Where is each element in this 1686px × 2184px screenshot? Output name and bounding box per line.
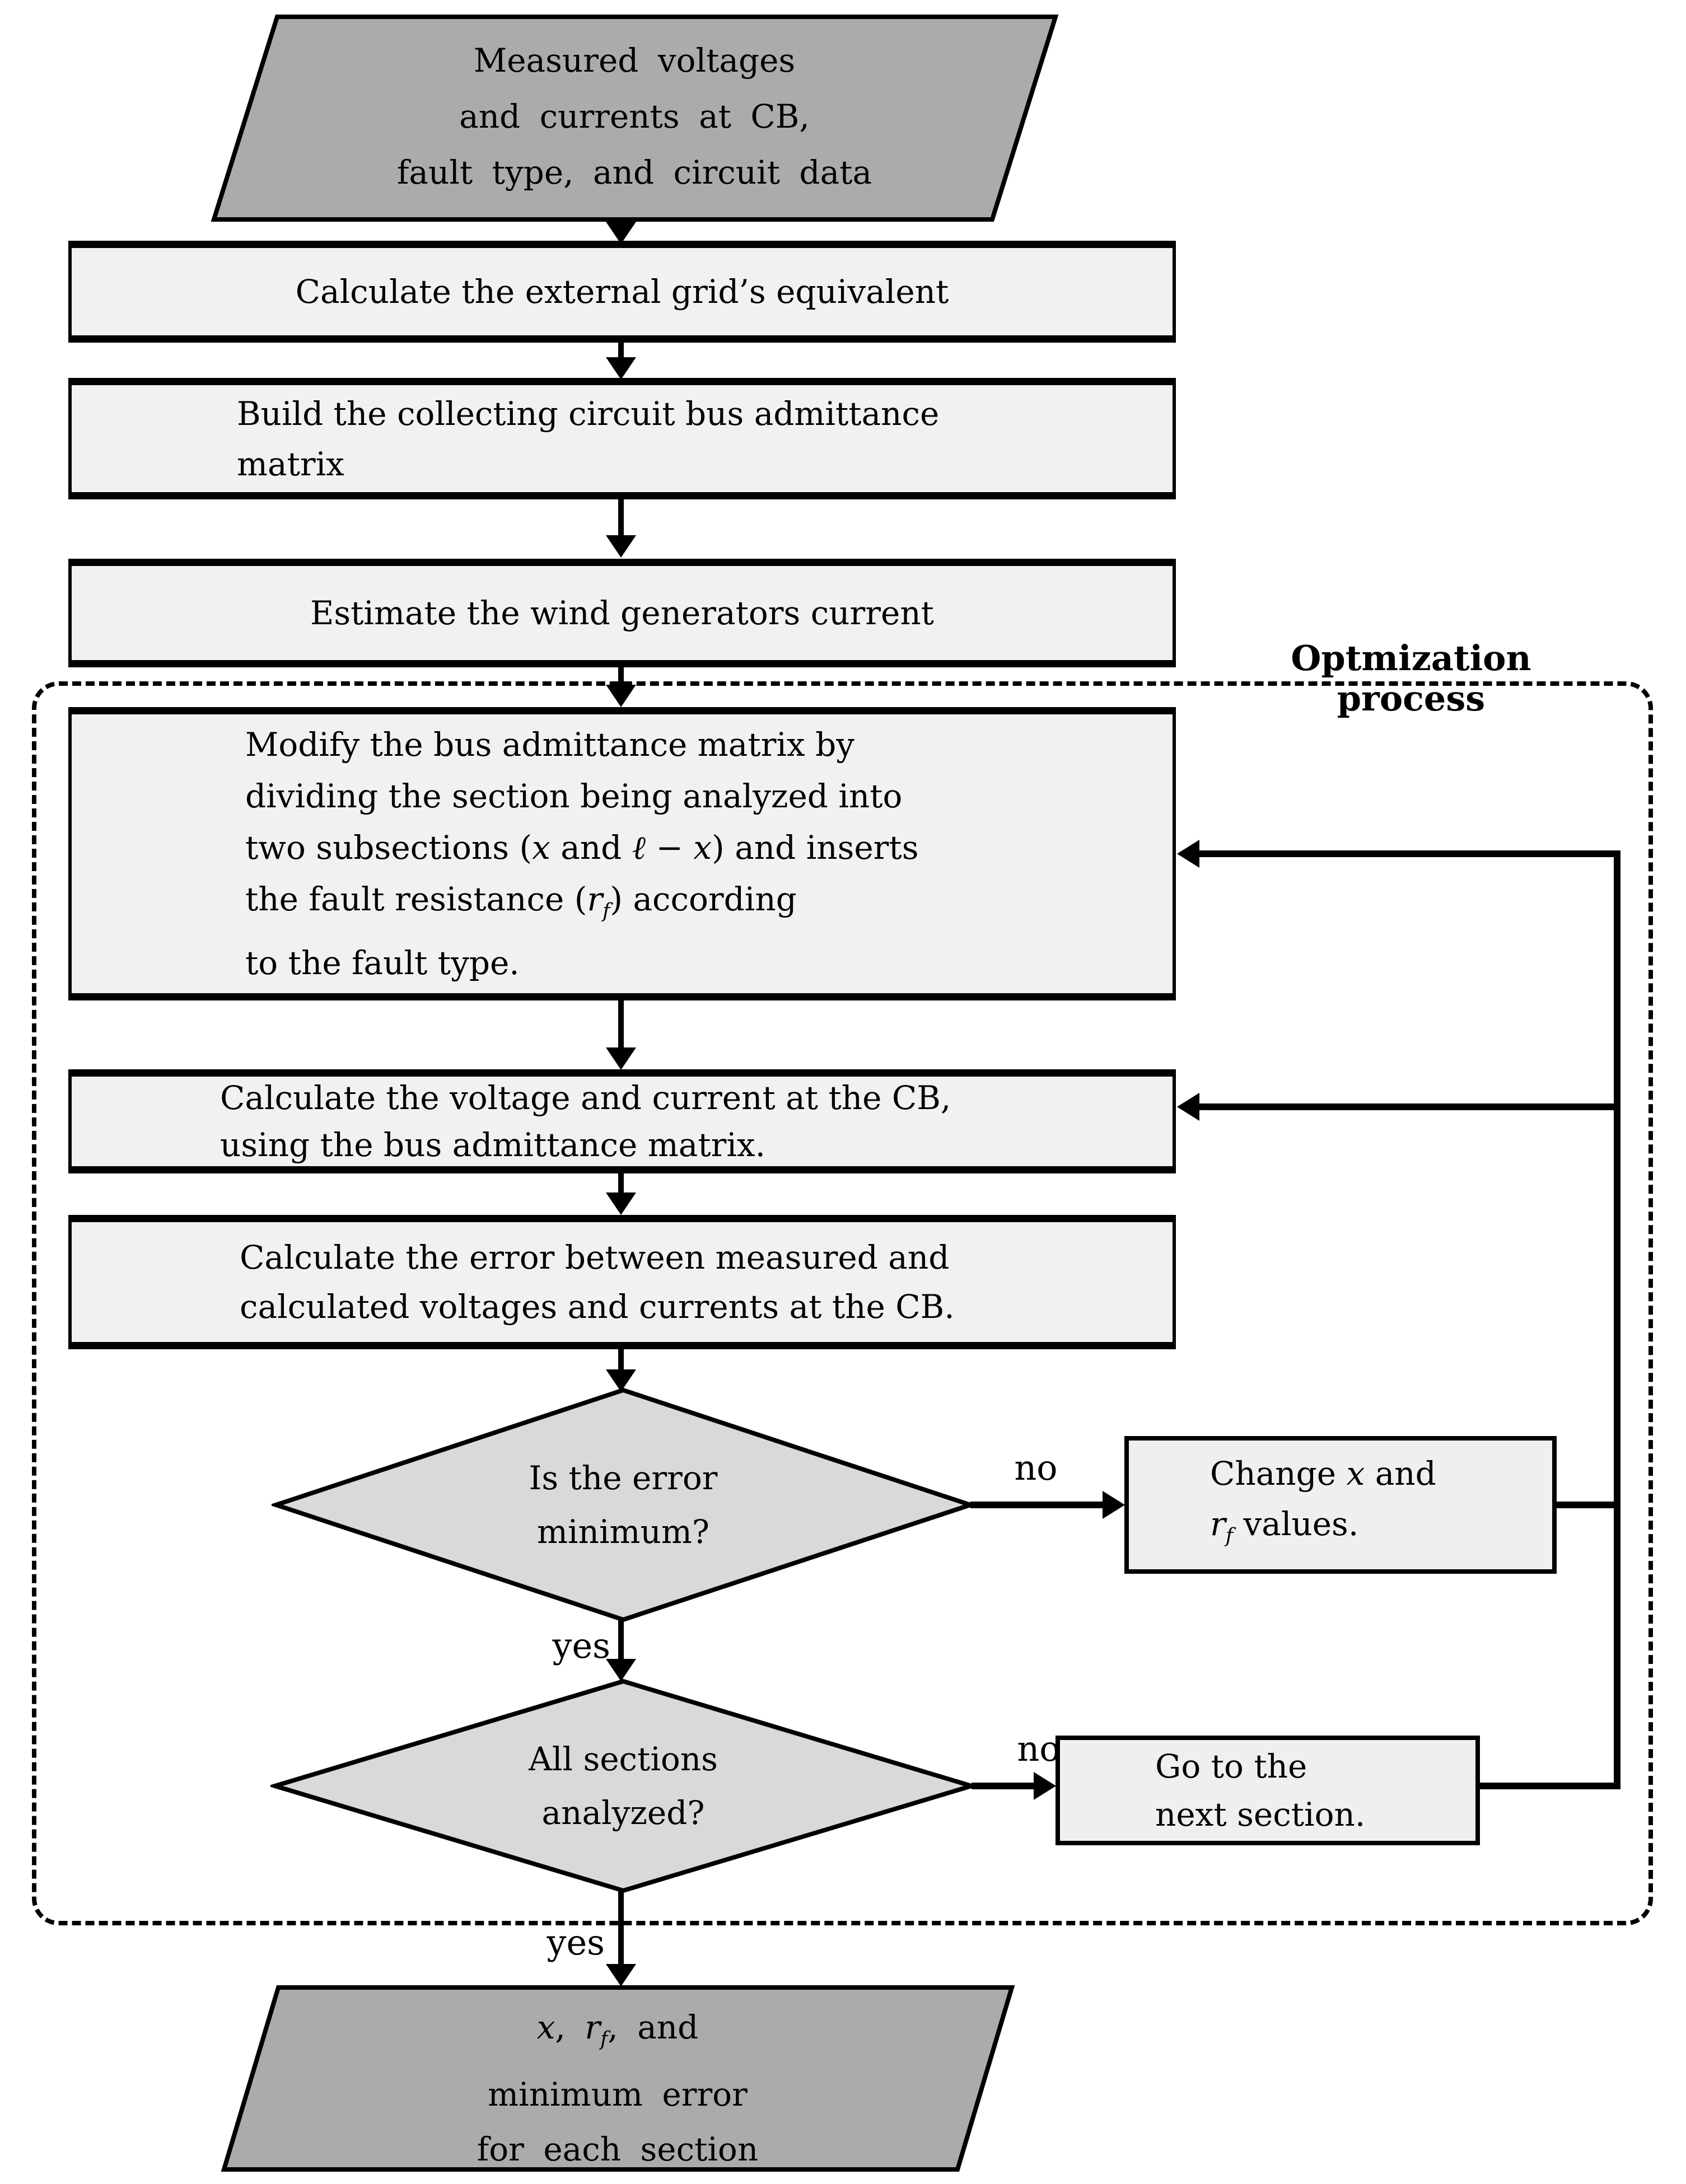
decision1-line-1: Is the error — [529, 1459, 718, 1497]
arrowhead-decision2-to-output — [606, 1964, 636, 1986]
arrow-estimate-to-modify — [618, 667, 624, 686]
decision-all-sections-text: All sections analyzed? — [343, 1732, 903, 1840]
go-next-line-2: next section. — [1155, 1795, 1366, 1834]
node-modify-admittance-matrix: Modify the bus admittance matrix by divi… — [68, 707, 1176, 1000]
calc-grid-line-1: Calculate the external grid’s equivalent — [295, 273, 949, 311]
arrowhead-estimate-to-modify — [606, 685, 636, 707]
node-change-x-rf: Change x and rf values. — [1124, 1436, 1557, 1574]
optimization-process-label: Optmization process — [1291, 638, 1531, 719]
arrowhead-build-to-estimate — [606, 535, 636, 558]
decision-error-minimum-text: Is the error minimum? — [343, 1451, 903, 1559]
output-line-3: for each section — [477, 2130, 759, 2168]
modify-line-4: the fault resistance (rf) according — [245, 880, 797, 923]
no-label-2: no — [1017, 1728, 1061, 1769]
optimization-boundary — [32, 681, 1653, 1925]
arrowhead-modify-to-calcvi — [606, 1047, 636, 1070]
input-line-3: fault type, and circuit data — [396, 153, 872, 191]
no-label-1: no — [1014, 1447, 1058, 1488]
change-line-2: rf values. — [1210, 1505, 1359, 1547]
arrowhead-calcerror-to-decision1 — [606, 1369, 636, 1392]
input-node-text: Measured voltages and currents at CB, fa… — [248, 32, 1021, 200]
change-output-line — [1557, 1502, 1620, 1508]
yes-label-1: yes — [552, 1625, 610, 1666]
estimate-wind-line-1: Estimate the wind generators current — [310, 594, 934, 632]
arrow-decision1-to-decision2 — [618, 1620, 624, 1661]
build-matrix-line-1: Build the collecting circuit bus admitta… — [237, 394, 940, 433]
arrowhead-no1-to-change — [1103, 1491, 1125, 1519]
no-line-decision2-to-gonext — [972, 1783, 1035, 1789]
calc-vi-line-1: Calculate the voltage and current at the… — [220, 1079, 951, 1117]
arrow-calc-grid-to-build — [618, 343, 624, 361]
calc-vi-line-2: using the bus admittance matrix. — [220, 1126, 766, 1164]
arrowhead-calc-grid-to-build — [606, 357, 636, 380]
input-parallelogram-shape — [211, 15, 1059, 222]
modify-line-1: Modify the bus admittance matrix by — [245, 726, 855, 764]
decision2-line-2: analyzed? — [541, 1794, 705, 1832]
modify-line-5: to the fault type. — [245, 943, 520, 982]
yes-label-2: yes — [547, 1922, 605, 1963]
output-line-1: x, rf, and — [536, 2008, 699, 2051]
node-estimate-wind-current: Estimate the wind generators current — [68, 559, 1176, 667]
output-parallelogram-shape — [221, 1985, 1015, 2172]
output-node-text: x, rf, and minimum error for each sectio… — [256, 2000, 979, 2177]
arrow-calcerror-to-decision1 — [618, 1349, 624, 1372]
calc-error-line-1: Calculate the error between measured and — [240, 1238, 950, 1276]
decision1-line-2: minimum? — [537, 1513, 709, 1551]
arrow-calcvi-to-calcerror — [618, 1173, 624, 1195]
arrow-decision2-to-output — [618, 1891, 624, 1967]
arrowhead-feedback-to-calcvi — [1177, 1093, 1199, 1121]
node-calc-external-grid: Calculate the external grid’s equivalent — [68, 241, 1176, 343]
feedback-bus-vertical — [1614, 850, 1620, 1789]
arrow-build-to-estimate — [618, 499, 624, 537]
node-calc-error: Calculate the error between measured and… — [68, 1215, 1176, 1349]
build-matrix-line-2: matrix — [237, 445, 344, 483]
feedback-line-to-calcvi — [1198, 1103, 1620, 1110]
no-line-decision1-to-change — [970, 1502, 1105, 1508]
gonext-output-line — [1480, 1783, 1620, 1789]
output-line-2: minimum error — [488, 2075, 748, 2113]
decision2-line-1: All sections — [529, 1740, 718, 1778]
arrowhead-feedback-to-modify — [1177, 840, 1199, 868]
modify-line-3: two subsections (x and ℓ − x) and insert… — [245, 829, 919, 867]
arrowhead-no2-to-gonext — [1034, 1772, 1056, 1800]
arrow-modify-to-calcvi — [618, 1000, 624, 1050]
arrowhead-decision1-to-decision2 — [606, 1659, 636, 1681]
arrowhead-input-to-calc-grid — [606, 222, 636, 244]
node-build-admittance-matrix: Build the collecting circuit bus admitta… — [68, 378, 1176, 499]
arrowhead-calcvi-to-calcerror — [606, 1192, 636, 1215]
input-line-1: Measured voltages — [473, 41, 796, 79]
node-calc-voltage-current: Calculate the voltage and current at the… — [68, 1069, 1176, 1173]
node-go-next-section: Go to the next section. — [1055, 1736, 1480, 1845]
change-line-1: Change x and — [1210, 1455, 1436, 1493]
modify-line-2: dividing the section being analyzed into — [245, 777, 903, 816]
go-next-line-1: Go to the — [1155, 1747, 1307, 1785]
feedback-line-to-modify — [1198, 850, 1620, 857]
calc-error-line-2: calculated voltages and currents at the … — [240, 1288, 955, 1326]
input-line-2: and currents at CB, — [459, 97, 810, 135]
